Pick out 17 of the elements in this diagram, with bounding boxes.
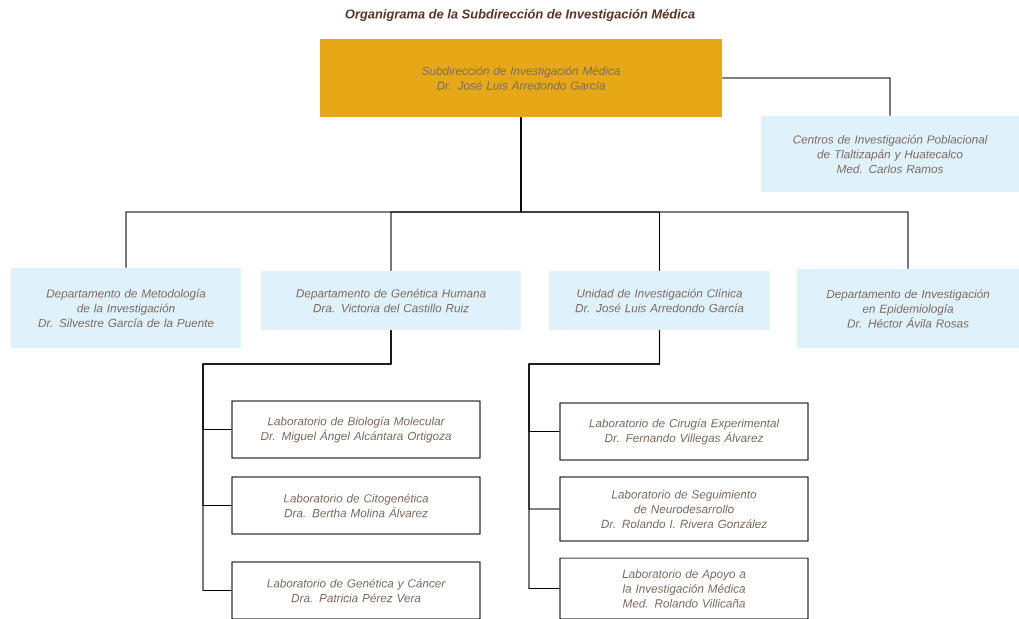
department-box: Departamento de Genética Humana Dra. Victoria del Castillo Ruiz xyxy=(261,271,521,330)
department-box: Departamento de Metodología de la Investigación Dr. Silvestre García de la Puente xyxy=(11,268,241,348)
department-box: Departamento de Investigación en Epidemiología Dr. Héctor Ávila Rosas xyxy=(797,269,1019,348)
laboratory-box: Laboratorio de Biología Molecular Dr. Miguel Ángel Alcántara Ortigoza xyxy=(231,400,481,459)
laboratory-box: Laboratorio de Cirugía Experimental Dr. Fernando Villegas Álvarez xyxy=(559,402,809,461)
laboratory-box: Laboratorio de Citogenética Dra. Bertha Molina Álvarez xyxy=(231,476,481,535)
laboratory-box: Laboratorio de Genética y Cáncer Dra. Patricia Pérez Vera xyxy=(231,561,481,619)
laboratory-box: Laboratorio de Seguimiento de Neurodesarrollo Dr. Rolando I. Rivera González xyxy=(559,476,809,542)
connector-line xyxy=(528,329,661,589)
laboratory-box: Laboratorio de Apoyo a la Investigación Médica Med. Rolando Villicaña xyxy=(559,557,809,619)
connector-line xyxy=(721,77,891,117)
department-box: Unidad de Investigación Clínica Dr. José Luis Arredondo García xyxy=(549,271,770,330)
chart-title: Organigrama de la Subdirección de Investigación Médica xyxy=(345,8,695,22)
connector-line xyxy=(520,116,909,270)
unit-box: Subdirección de Investigación Médica Dr. José Luis Arredondo García xyxy=(320,39,722,117)
connector-line xyxy=(202,329,392,591)
unit-box: Centros de Investigación Poblacional de Tlaltizapán y Huatecalco Med. Carlos Ramos xyxy=(761,116,1019,192)
